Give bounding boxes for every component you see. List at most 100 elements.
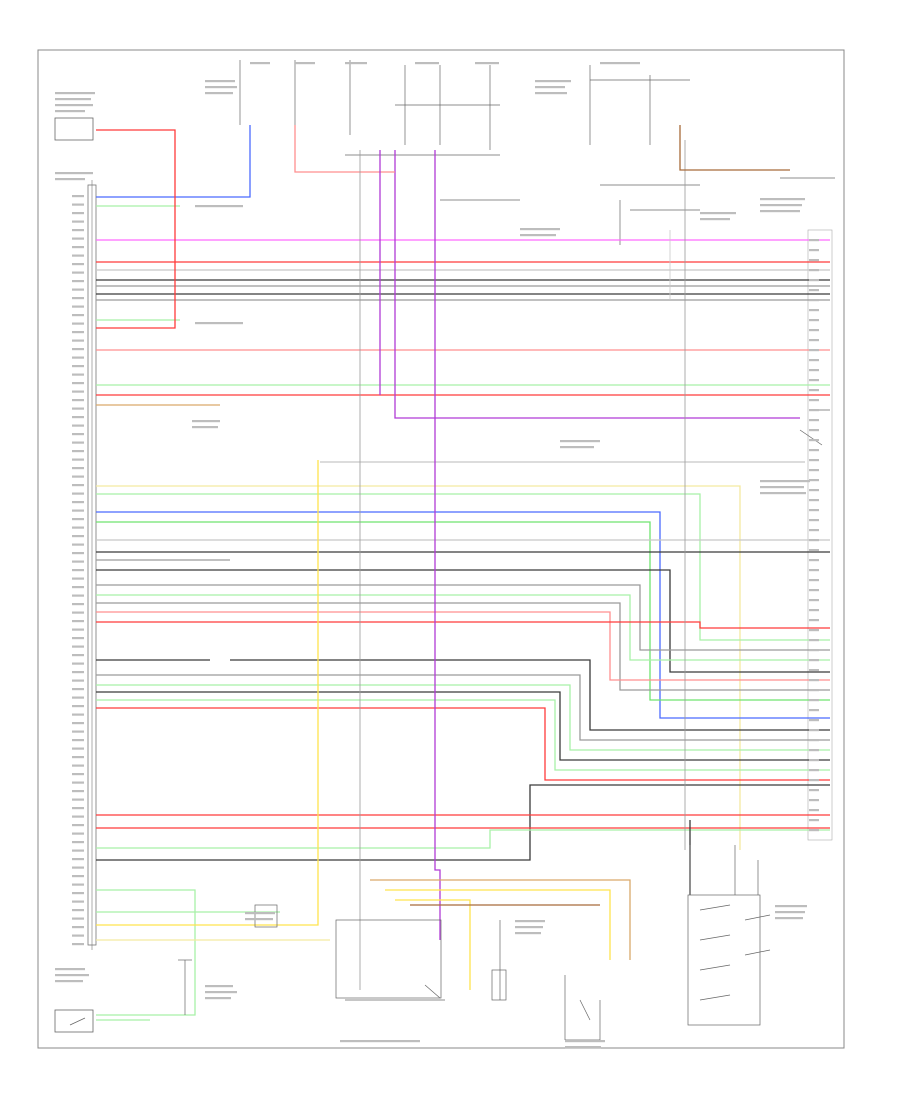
pin-label-629: [72, 628, 84, 631]
pin-label-909: [72, 909, 84, 912]
pin-label-714: [72, 713, 84, 716]
pin-label-204: [72, 203, 84, 206]
wire-h-200: [96, 125, 251, 198]
pin-label-425: [72, 424, 84, 427]
right-pin-label-420: [809, 419, 819, 422]
pin-label-663: [72, 662, 84, 665]
pin-label-391: [72, 390, 84, 393]
right-pin-label-500: [809, 499, 819, 502]
wire-h-925: [96, 460, 319, 926]
pin-label-595: [72, 594, 84, 597]
top-left-module: [54, 117, 94, 141]
lower-left-relay: [69, 904, 278, 1026]
pin-label-850: [72, 849, 84, 852]
label-mark-1: [55, 98, 91, 101]
wire-h-570: [96, 569, 830, 673]
pin-label-518: [72, 518, 84, 521]
label-mark-48: [775, 911, 805, 914]
pin-label-238: [72, 237, 84, 240]
label-mark-31: [760, 480, 810, 483]
right-pin-label-270: [809, 269, 819, 272]
right-pin-label-550: [809, 549, 819, 552]
label-mark-10: [205, 80, 235, 83]
label-mark-49: [775, 917, 803, 920]
pin-label-246: [72, 246, 84, 249]
pin-label-807: [72, 807, 84, 810]
pin-label-646: [72, 645, 84, 648]
wire-h-692: [96, 691, 830, 761]
pin-label-544: [72, 543, 84, 546]
label-marks: [55, 62, 819, 1049]
right-pin-label-350: [809, 349, 819, 352]
label-mark-33: [760, 492, 806, 495]
pin-label-221: [72, 220, 84, 223]
label-mark-44: [515, 932, 541, 935]
right-pin-label-740: [809, 739, 819, 742]
right-pin-label-780: [809, 779, 819, 782]
right-pin-label-580: [809, 579, 819, 582]
label-mark-35: [245, 918, 273, 921]
pin-label-552: [72, 552, 84, 555]
label-mark-28: [700, 218, 730, 221]
right-pin-label-620: [809, 619, 819, 622]
pin-label-212: [72, 212, 84, 215]
wire-h-486: [96, 485, 741, 850]
pin-label-773: [72, 773, 84, 776]
wire-h-585: [96, 584, 830, 651]
label-mark-17: [475, 62, 499, 65]
right-pin-label-680: [809, 679, 819, 682]
right-pin-label-570: [809, 569, 819, 572]
pin-label-365: [72, 365, 84, 368]
pin-label-799: [72, 798, 84, 801]
pin-label-935: [72, 934, 84, 937]
right-pin-label-640: [809, 639, 819, 642]
wire-layer: [96, 125, 830, 1021]
right-pin-label-690: [809, 689, 819, 692]
wire-h-595: [96, 594, 830, 661]
wire-h-612: [96, 611, 830, 681]
right-pin-label-790: [809, 789, 819, 792]
label-mark-6: [195, 205, 243, 208]
right-pin-label-720: [809, 719, 819, 722]
pin-label-816: [72, 815, 84, 818]
wire-v-purple-b: [434, 150, 441, 940]
pin-label-306: [72, 305, 84, 308]
pin-label-603: [72, 603, 84, 606]
pin-label-833: [72, 832, 84, 835]
wire-h-675: [96, 674, 830, 741]
wire-h-890: [96, 889, 196, 1016]
right-pin-label-480: [809, 479, 819, 482]
pin-label-748: [72, 747, 84, 750]
right-pin-label-340: [809, 339, 819, 342]
pin-label-408: [72, 407, 84, 410]
pin-label-705: [72, 705, 84, 708]
right-pin-label-700: [809, 699, 819, 702]
right-pin-label-630: [809, 629, 819, 632]
pin-label-680: [72, 679, 84, 682]
wire-v-brown: [679, 125, 790, 171]
right-pin-label-760: [809, 759, 819, 762]
right-pin-label-460: [809, 459, 819, 462]
wire-h-328: [96, 129, 176, 329]
pin-label-790: [72, 790, 84, 793]
right-pin-label-710: [809, 709, 819, 712]
pin-label-926: [72, 926, 84, 929]
wire-h-795: [529, 784, 830, 850]
label-mark-16: [415, 62, 439, 65]
label-mark-23: [760, 204, 802, 207]
right-pin-label-390: [809, 389, 819, 392]
wire-h-700: [96, 699, 830, 771]
pin-label-416: [72, 416, 84, 419]
label-mark-12: [205, 92, 233, 95]
pin-label-637: [72, 637, 84, 640]
label-mark-34: [245, 912, 275, 915]
label-mark-2: [55, 104, 93, 107]
pin-label-340: [72, 339, 84, 342]
right-pin-label-300: [809, 299, 819, 302]
label-mark-4: [55, 172, 93, 175]
right-pin-label-330: [809, 329, 819, 332]
label-mark-22: [760, 198, 805, 201]
pin-label-722: [72, 722, 84, 725]
pin-label-782: [72, 781, 84, 784]
